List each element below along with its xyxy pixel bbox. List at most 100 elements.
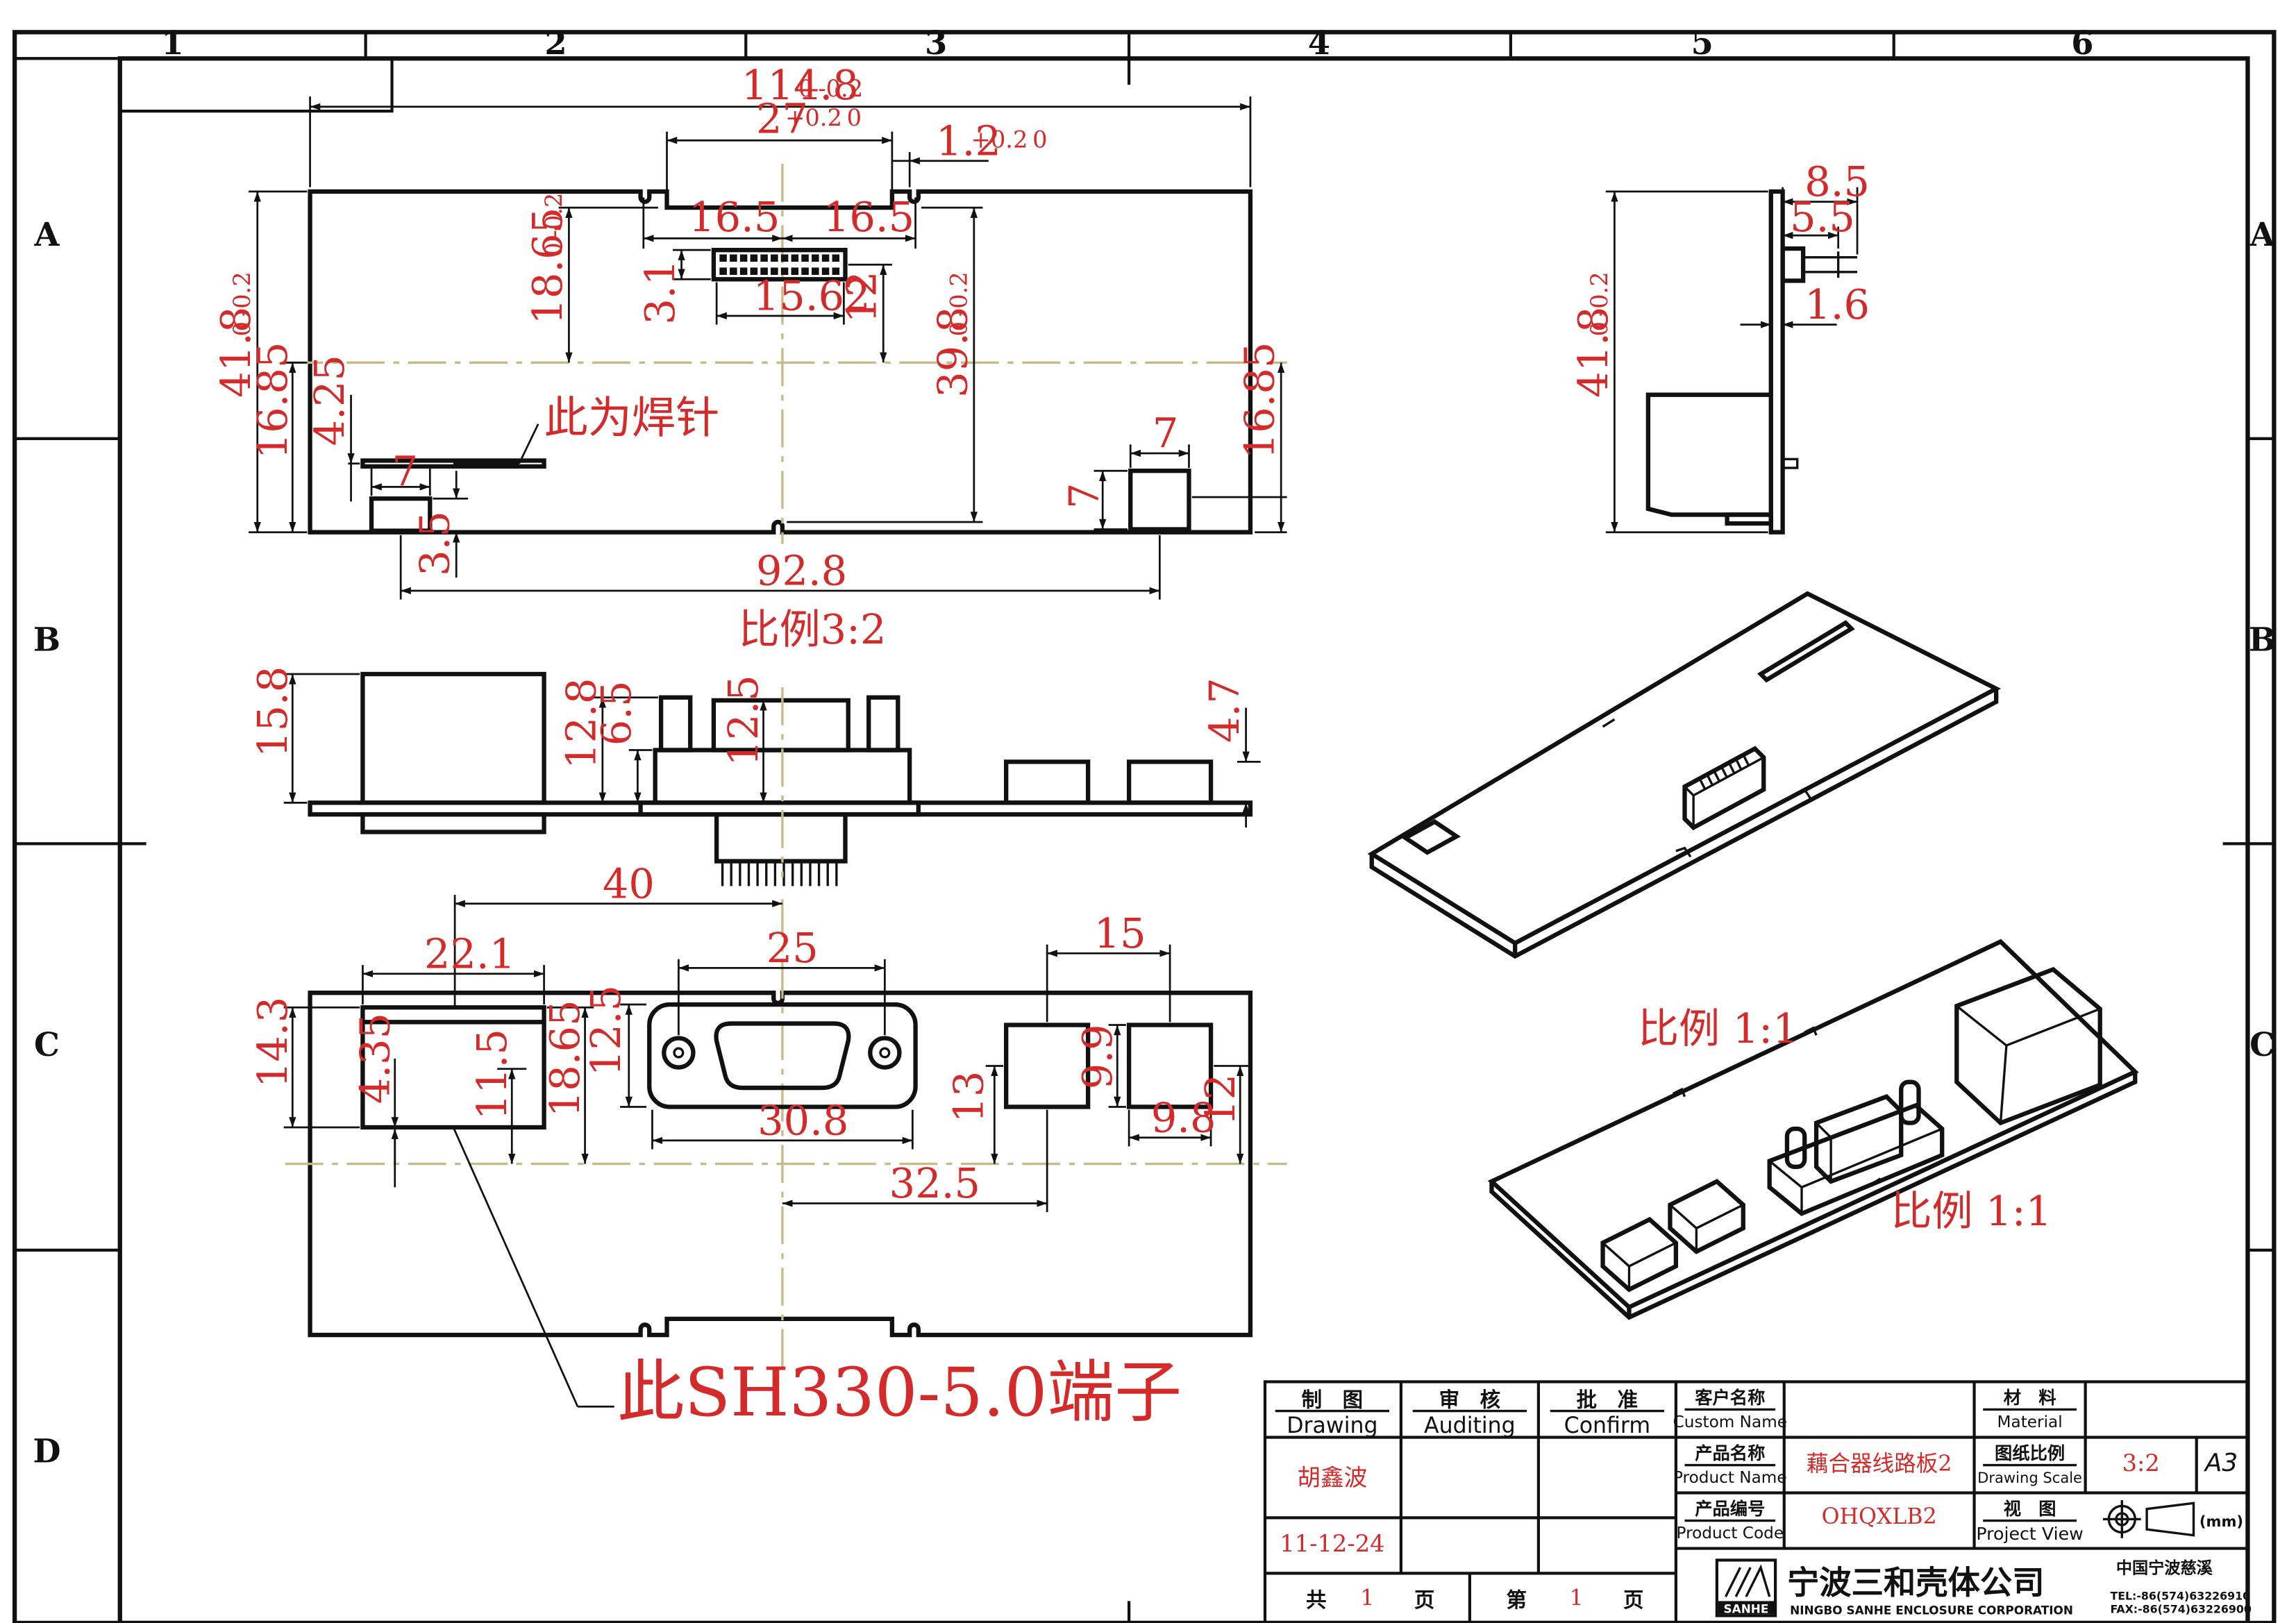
iso-top-strip <box>1757 620 1855 683</box>
right-view: 8.5 5.5 1.6 41.8 0 -0.2 <box>1569 158 1870 535</box>
tb-page2-cn: 页 <box>1623 1588 1643 1612</box>
pad-right <box>1128 469 1191 532</box>
dim-12-header: 12 <box>838 271 886 323</box>
top-view-scale: 比例3:2 <box>739 605 887 653</box>
drawing-frame <box>12 30 2277 1623</box>
dim-30-8: 30.8 <box>757 1096 848 1144</box>
title-block <box>1263 1380 2249 1623</box>
zone-1: 1 <box>161 24 183 62</box>
dim-12-8: 12.8 <box>557 678 605 769</box>
zone-C-right: C <box>2249 1025 2275 1063</box>
dim-15-62: 15.62 <box>753 272 871 320</box>
dim-1-2-tol: +0.2 0 <box>971 126 1048 153</box>
dim-41-8-tol: 0 -0.2 <box>228 271 255 336</box>
tb-scale: 3:2 <box>2122 1449 2160 1477</box>
dim-12-bottom: 12 <box>1196 1074 1244 1126</box>
tb-size: A3 <box>2204 1449 2238 1477</box>
pad-left <box>369 496 433 533</box>
title-block-text: 制 图 Drawing 审 核 Auditing 批 准 Confirm 胡鑫波… <box>1280 1388 2252 1617</box>
tb-scale-cn: 图纸比例 <box>1995 1443 2065 1463</box>
tb-confirm-cn: 批 准 <box>1577 1388 1638 1411</box>
dim-41-8: 41.8 <box>212 307 260 398</box>
tb-unit: (mm) <box>2199 1513 2243 1530</box>
right-view-rj45 <box>1645 392 1771 517</box>
zone-labels: 1 2 3 4 5 6 A B C D A B C <box>33 24 2276 1470</box>
iso-scale-b: 比例 1:1 <box>1891 1187 2052 1235</box>
iso-db9-post-right <box>1899 1079 1921 1125</box>
dim-12-5-side: 12.5 <box>719 675 767 766</box>
tb-sheet-cn: 第 <box>1507 1588 1527 1612</box>
side-view: 15.8 12.8 6.5 12.5 4.7 <box>249 666 1261 886</box>
tb-product-code-cn: 产品编号 <box>1695 1499 1765 1519</box>
solder-pin-strip <box>360 458 546 469</box>
right-view-board <box>1768 189 1785 535</box>
dim-114-8: 114.8 <box>741 61 859 109</box>
tb-total: 1 <box>1360 1586 1374 1611</box>
dim-5-5: 5.5 <box>1790 193 1855 241</box>
dim-39-8: 39.8 <box>928 307 976 398</box>
dim-7-pad-left: 7 <box>392 447 419 495</box>
top-view-board-outline <box>308 189 1253 535</box>
db9-shell <box>714 1021 851 1091</box>
company-logo: SANHE <box>1715 1558 1777 1617</box>
dim-12-5-bottom: 12.5 <box>582 985 630 1076</box>
dim-41-8-right-tol: 0 -0.2 <box>1586 271 1613 336</box>
zone-A-right: A <box>2249 215 2276 253</box>
dim-22-1: 22.1 <box>424 930 515 977</box>
dim-114-8-tol: 0 -0.2 <box>798 75 863 102</box>
dim-39-8-tol: 0 -0.2 <box>945 271 972 336</box>
iso-top-pad <box>1401 819 1461 855</box>
tb-view-en: Project View <box>1976 1524 2083 1544</box>
tb-auditing-en: Auditing <box>1424 1413 1516 1438</box>
iso-db9 <box>1767 1102 1945 1216</box>
dim-1-2: 1.2 <box>936 117 1001 165</box>
dim-16-85-right: 16.85 <box>1236 342 1284 460</box>
zone-B: B <box>33 620 60 658</box>
tb-material-cn: 材 料 <box>2004 1388 2056 1408</box>
iso-db9-post-left <box>1784 1126 1807 1169</box>
logo-text: SANHE <box>1724 1601 1769 1615</box>
zone-D: D <box>33 1431 60 1470</box>
tb-customer-cn: 客户名称 <box>1695 1388 1765 1408</box>
dim-6-5: 6.5 <box>592 680 640 746</box>
dim-3-5: 3.5 <box>411 511 459 576</box>
dim-7-pad-right-w: 7 <box>1153 410 1179 457</box>
side-pad-1 <box>1004 759 1091 805</box>
dim-32-5: 32.5 <box>889 1159 980 1207</box>
iso-view-top <box>1367 591 2002 959</box>
tb-page-cn: 页 <box>1414 1588 1434 1612</box>
terminal-note: 此SH330-5.0端子 <box>617 1353 1182 1431</box>
dim-1-6: 1.6 <box>1804 280 1870 328</box>
dim-27: 27 <box>756 95 808 143</box>
side-pad-2 <box>1126 759 1214 805</box>
tb-drawing-cn: 制 图 <box>1302 1388 1363 1411</box>
projection-symbol-icon <box>2102 1500 2195 1538</box>
dim-7-pad-right-h: 7 <box>1060 482 1108 509</box>
bottom-pad-1 <box>1004 1023 1091 1109</box>
dim-13: 13 <box>944 1071 992 1123</box>
tb-product-name-cn: 产品名称 <box>1695 1443 1765 1463</box>
tb-company-en: NINGBO SANHE ENCLOSURE CORPORATION <box>1790 1603 2073 1617</box>
tb-origin: 中国宁波慈溪 <box>2116 1558 2213 1577</box>
zone-C: C <box>34 1025 60 1063</box>
zone-2: 2 <box>544 24 567 62</box>
tb-customer-en: Custom Name <box>1673 1413 1787 1431</box>
iso-scale-a: 比例 1:1 <box>1638 1004 1799 1052</box>
iso-pad-2 <box>1668 1179 1745 1254</box>
tb-product-name-en: Product Name <box>1673 1469 1787 1487</box>
tb-product-code: OHQXLB2 <box>1822 1504 1937 1529</box>
dim-9-9: 9.9 <box>1073 1024 1121 1089</box>
dim-41-8-right: 41.8 <box>1569 307 1617 398</box>
tb-fax: FAX:-86(574)63226900 <box>2110 1602 2251 1615</box>
zone-A: A <box>33 215 60 253</box>
dim-92-8: 92.8 <box>756 547 847 595</box>
tb-view-cn: 视 图 <box>2004 1499 2056 1519</box>
zone-B-right: B <box>2249 620 2276 658</box>
tb-total-cn: 共 <box>1306 1588 1326 1612</box>
dim-25: 25 <box>766 924 819 972</box>
side-rj45 <box>360 671 546 805</box>
dim-15: 15 <box>1094 909 1146 957</box>
dim-8-5: 8.5 <box>1804 158 1870 205</box>
dim-15-8: 15.8 <box>249 666 296 757</box>
zone-6: 6 <box>2071 24 2093 62</box>
